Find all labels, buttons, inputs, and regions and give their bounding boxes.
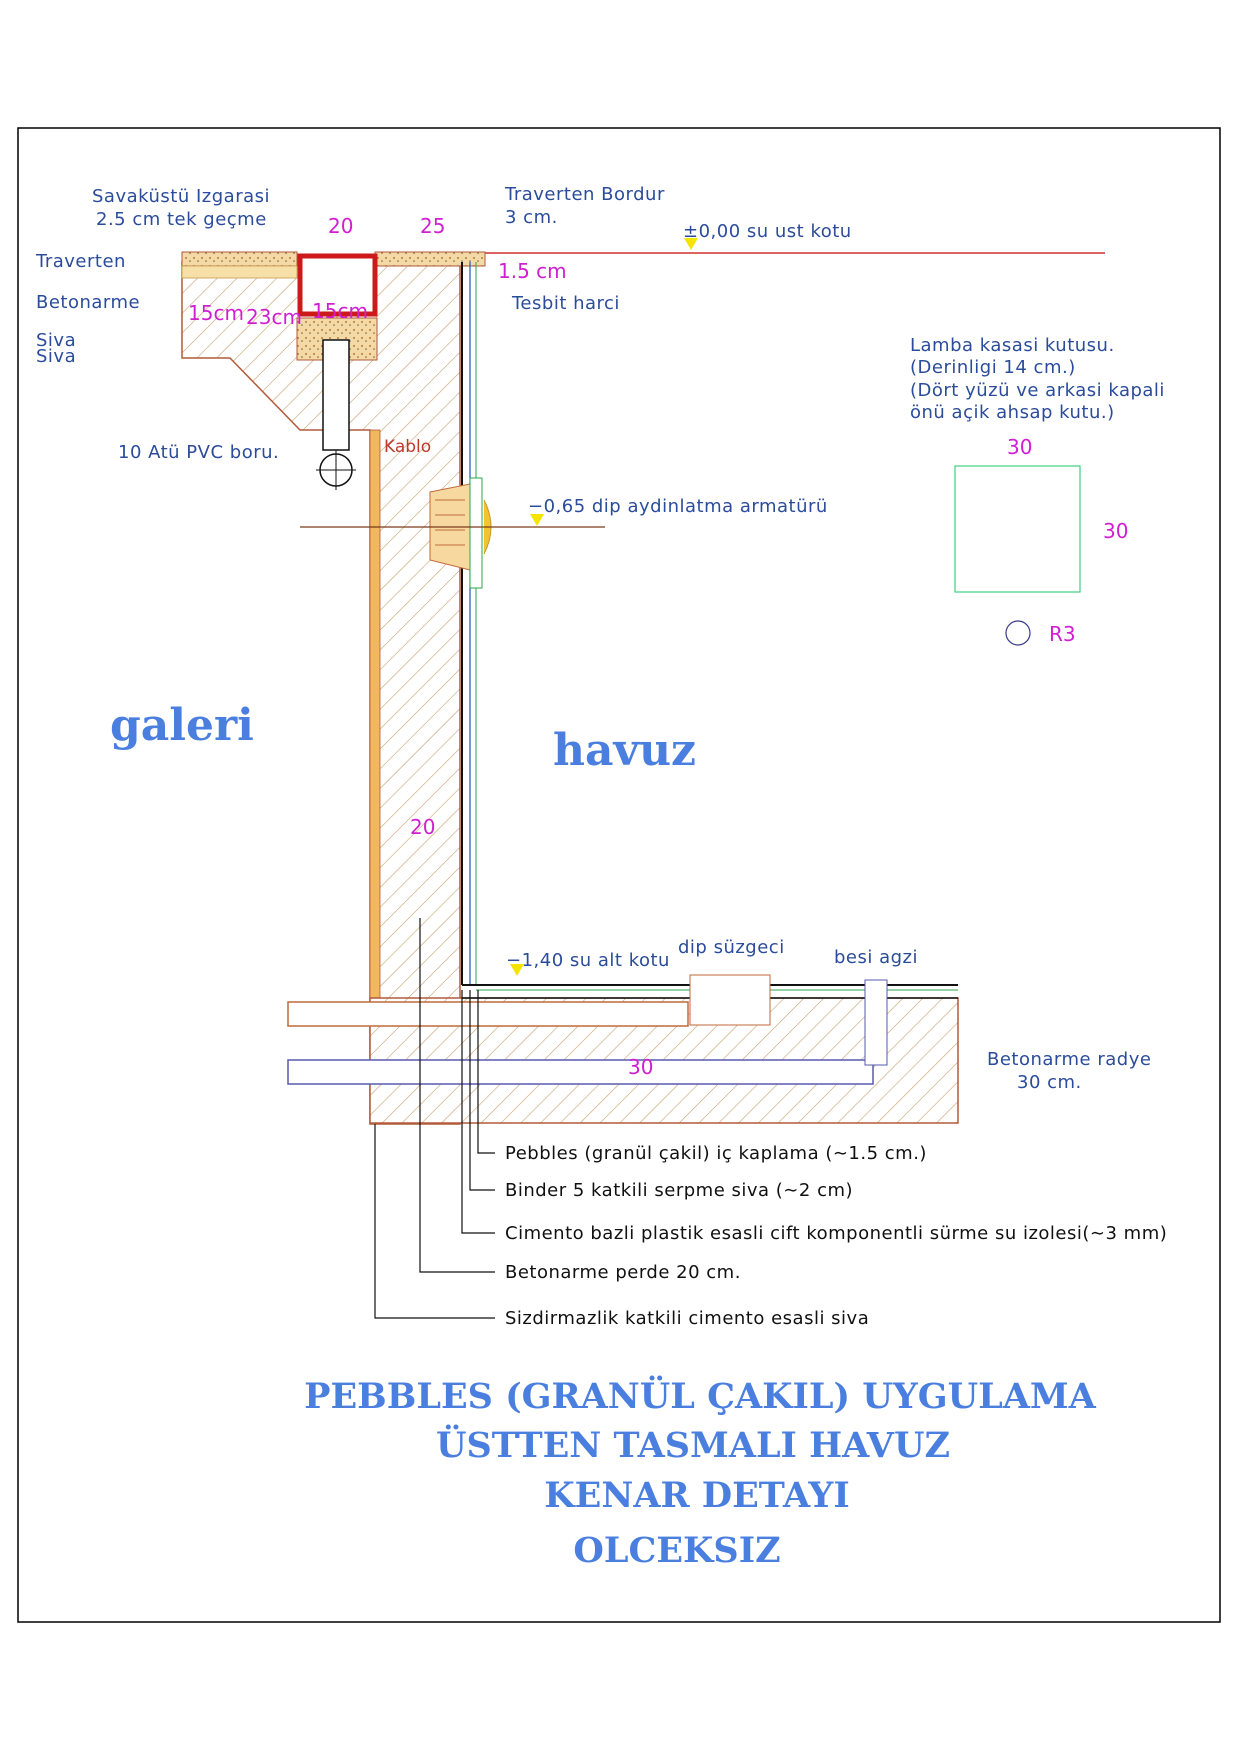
legend-item: Sizdirmazlik katkili cimento esasli siva [505,1308,869,1329]
dim-1-5cm: 1.5 cm [498,259,567,283]
dim-slab: 30 [628,1055,653,1079]
label-siva-2: Siva [36,346,76,367]
label-siva-1: Siva [36,330,76,351]
label-lamba-1: Lamba kasasi kutusu. [910,335,1115,356]
dim-box-height: 30 [1103,519,1128,543]
label-lamba-3: (Dört yüzü ve arkasi kapali [910,380,1165,401]
r3-circle [1005,620,1031,646]
label-tesbit: Tesbit harci [511,293,620,314]
dim-wall: 20 [410,815,435,839]
label-havuz: havuz [553,725,696,776]
label-savakustu-2: 2.5 cm tek geçme [96,209,267,230]
label-traverten-bordur-2: 3 cm. [505,207,558,228]
title-line-4: OLCEKSIZ [573,1530,780,1571]
drain-fitting [689,974,771,1026]
lamp-box [954,465,1081,593]
sheet-frame [17,127,1221,1623]
label-savakustu-1: Savaküstü Izgarasi [92,186,270,207]
label-lamba-4: önü açik ahsap kutu.) [910,402,1115,423]
legend-item: Pebbles (granül çakil) iç kaplama (∼1.5 … [505,1143,927,1164]
dim-box-width: 30 [1007,435,1032,459]
label-besi-agzi: besi agzi [834,947,918,968]
label-dip-aydinlatma: −0,65 dip aydinlatma armatürü [528,496,828,517]
label-su-alt-kotu: −1,40 su alt kotu [506,950,670,971]
inlet-fitting [864,979,888,1066]
label-dip-suzgeci: dip süzgeci [678,937,785,958]
dim-15cm-a: 15cm [188,301,244,325]
legend-item: Cimento bazli plastik esasli cift kompon… [505,1223,1167,1244]
label-traverten: Traverten [35,251,126,272]
dim-20-top: 20 [328,214,353,238]
title-line-1: PEBBLES (GRANÜL ÇAKIL) UYGULAMA [304,1374,1096,1417]
label-kablo: Kablo [384,437,431,457]
label-pvc: 10 Atü PVC boru. [118,442,279,463]
level-marker-top [684,238,698,250]
overflow-gutter [181,251,486,1125]
label-traverten-bordur-1: Traverten Bordur [504,184,665,205]
drain-pipe [287,1001,689,1027]
legend-item: Betonarme perde 20 cm. [505,1262,741,1283]
label-su-ust-kotu: ±0,00 su ust kotu [683,221,852,242]
dim-25-top: 25 [420,214,445,238]
label-lamba-2: (Derinligi 14 cm.) [910,357,1076,378]
level-marker-bottom [510,964,524,976]
label-galeri: galeri [110,700,254,751]
title-line-2: ÜSTTEN TASMALI HAVUZ [436,1423,950,1466]
label-radye-1: Betonarme radye [987,1049,1151,1070]
label-betonarme: Betonarme [36,292,140,313]
legend-item: Binder 5 katkili serpme siva (∼2 cm) [505,1180,853,1201]
feed-pipe [287,1059,874,1085]
level-marker-light [530,514,544,526]
label-radye-2: 30 cm. [1017,1072,1082,1093]
legend-leaders [374,918,495,1319]
dim-23cm: 23cm [246,305,302,329]
dim-r3: R3 [1049,622,1076,646]
dim-15cm-b: 15cm [312,299,368,323]
title-line-3: KENAR DETAYI [544,1475,849,1516]
